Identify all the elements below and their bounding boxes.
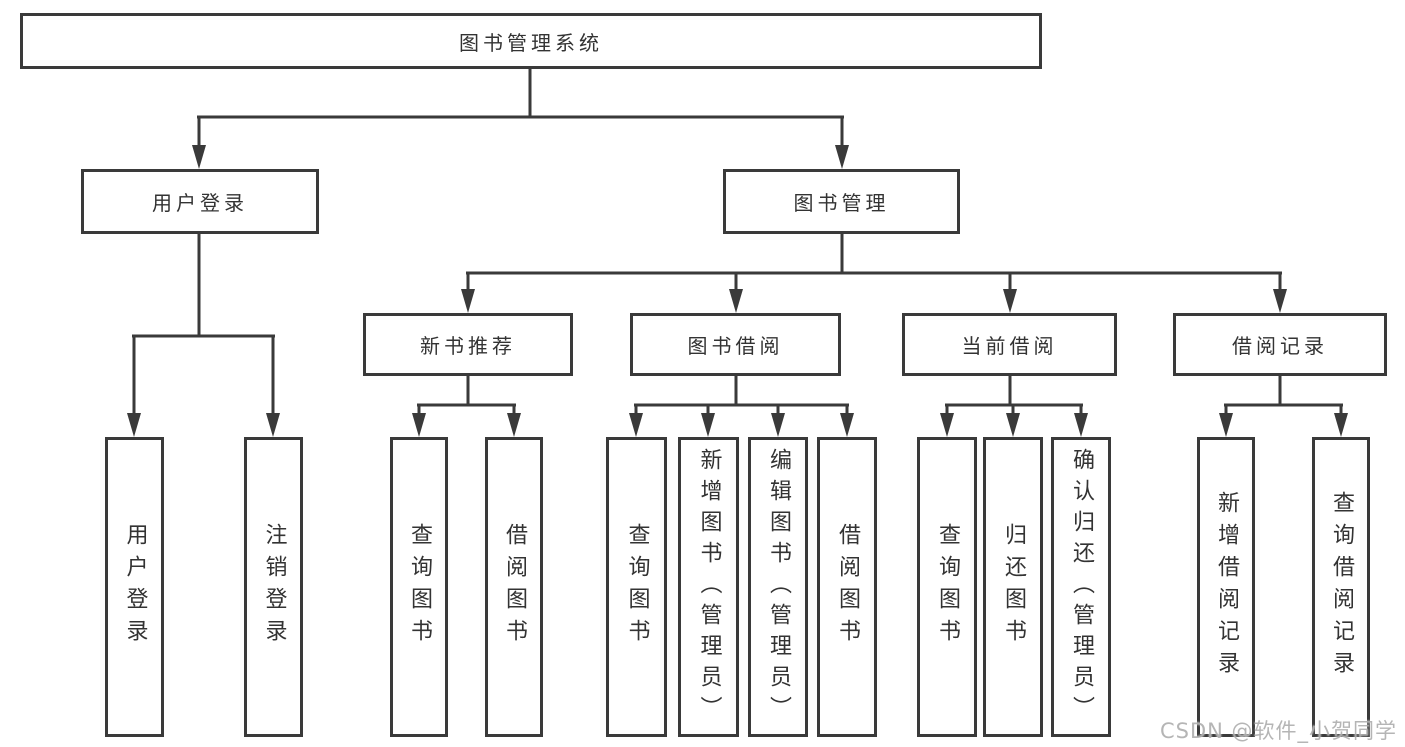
node-book-borrow: 图书借阅 xyxy=(630,313,841,376)
leaf-borrow-books-2: 借阅图书 xyxy=(817,437,877,737)
leaf-add-books-admin: 新增图书（管理员） xyxy=(678,437,739,737)
connectors-recommend-to-leaves xyxy=(412,376,521,437)
leaf-logout: 注销登录 xyxy=(244,437,303,737)
leaf-return-books: 归还图书 xyxy=(983,437,1043,737)
node-book-management-branch: 图书管理 xyxy=(723,169,960,234)
leaf-query-books-2: 查询图书 xyxy=(606,437,667,737)
node-borrow-records: 借阅记录 xyxy=(1173,313,1387,376)
node-new-book-recommend: 新书推荐 xyxy=(363,313,573,376)
connectors-borrow-to-leaves xyxy=(629,376,854,437)
connectors-current-to-leaves xyxy=(940,376,1088,437)
connectors-login-to-leaves xyxy=(127,234,280,437)
connectors-mgmt-to-level3 xyxy=(461,234,1287,313)
leaf-confirm-return-admin: 确认归还（管理员） xyxy=(1051,437,1111,737)
leaf-add-borrow-record: 新增借阅记录 xyxy=(1197,437,1255,737)
node-root-system: 图书管理系统 xyxy=(20,13,1042,69)
leaf-query-books-1: 查询图书 xyxy=(390,437,448,737)
leaf-borrow-books-1: 借阅图书 xyxy=(485,437,543,737)
node-user-login-branch: 用户登录 xyxy=(81,169,319,234)
connectors-root-to-level2 xyxy=(192,69,849,169)
connectors-records-to-leaves xyxy=(1219,376,1348,437)
leaf-query-books-3: 查询图书 xyxy=(917,437,977,737)
leaf-query-borrow-record: 查询借阅记录 xyxy=(1312,437,1370,737)
node-current-borrow: 当前借阅 xyxy=(902,313,1117,376)
csdn-watermark: CSDN @软件_小贺同学 xyxy=(1160,719,1398,743)
leaf-user-login: 用户登录 xyxy=(105,437,164,737)
leaf-edit-books-admin: 编辑图书（管理员） xyxy=(748,437,808,737)
